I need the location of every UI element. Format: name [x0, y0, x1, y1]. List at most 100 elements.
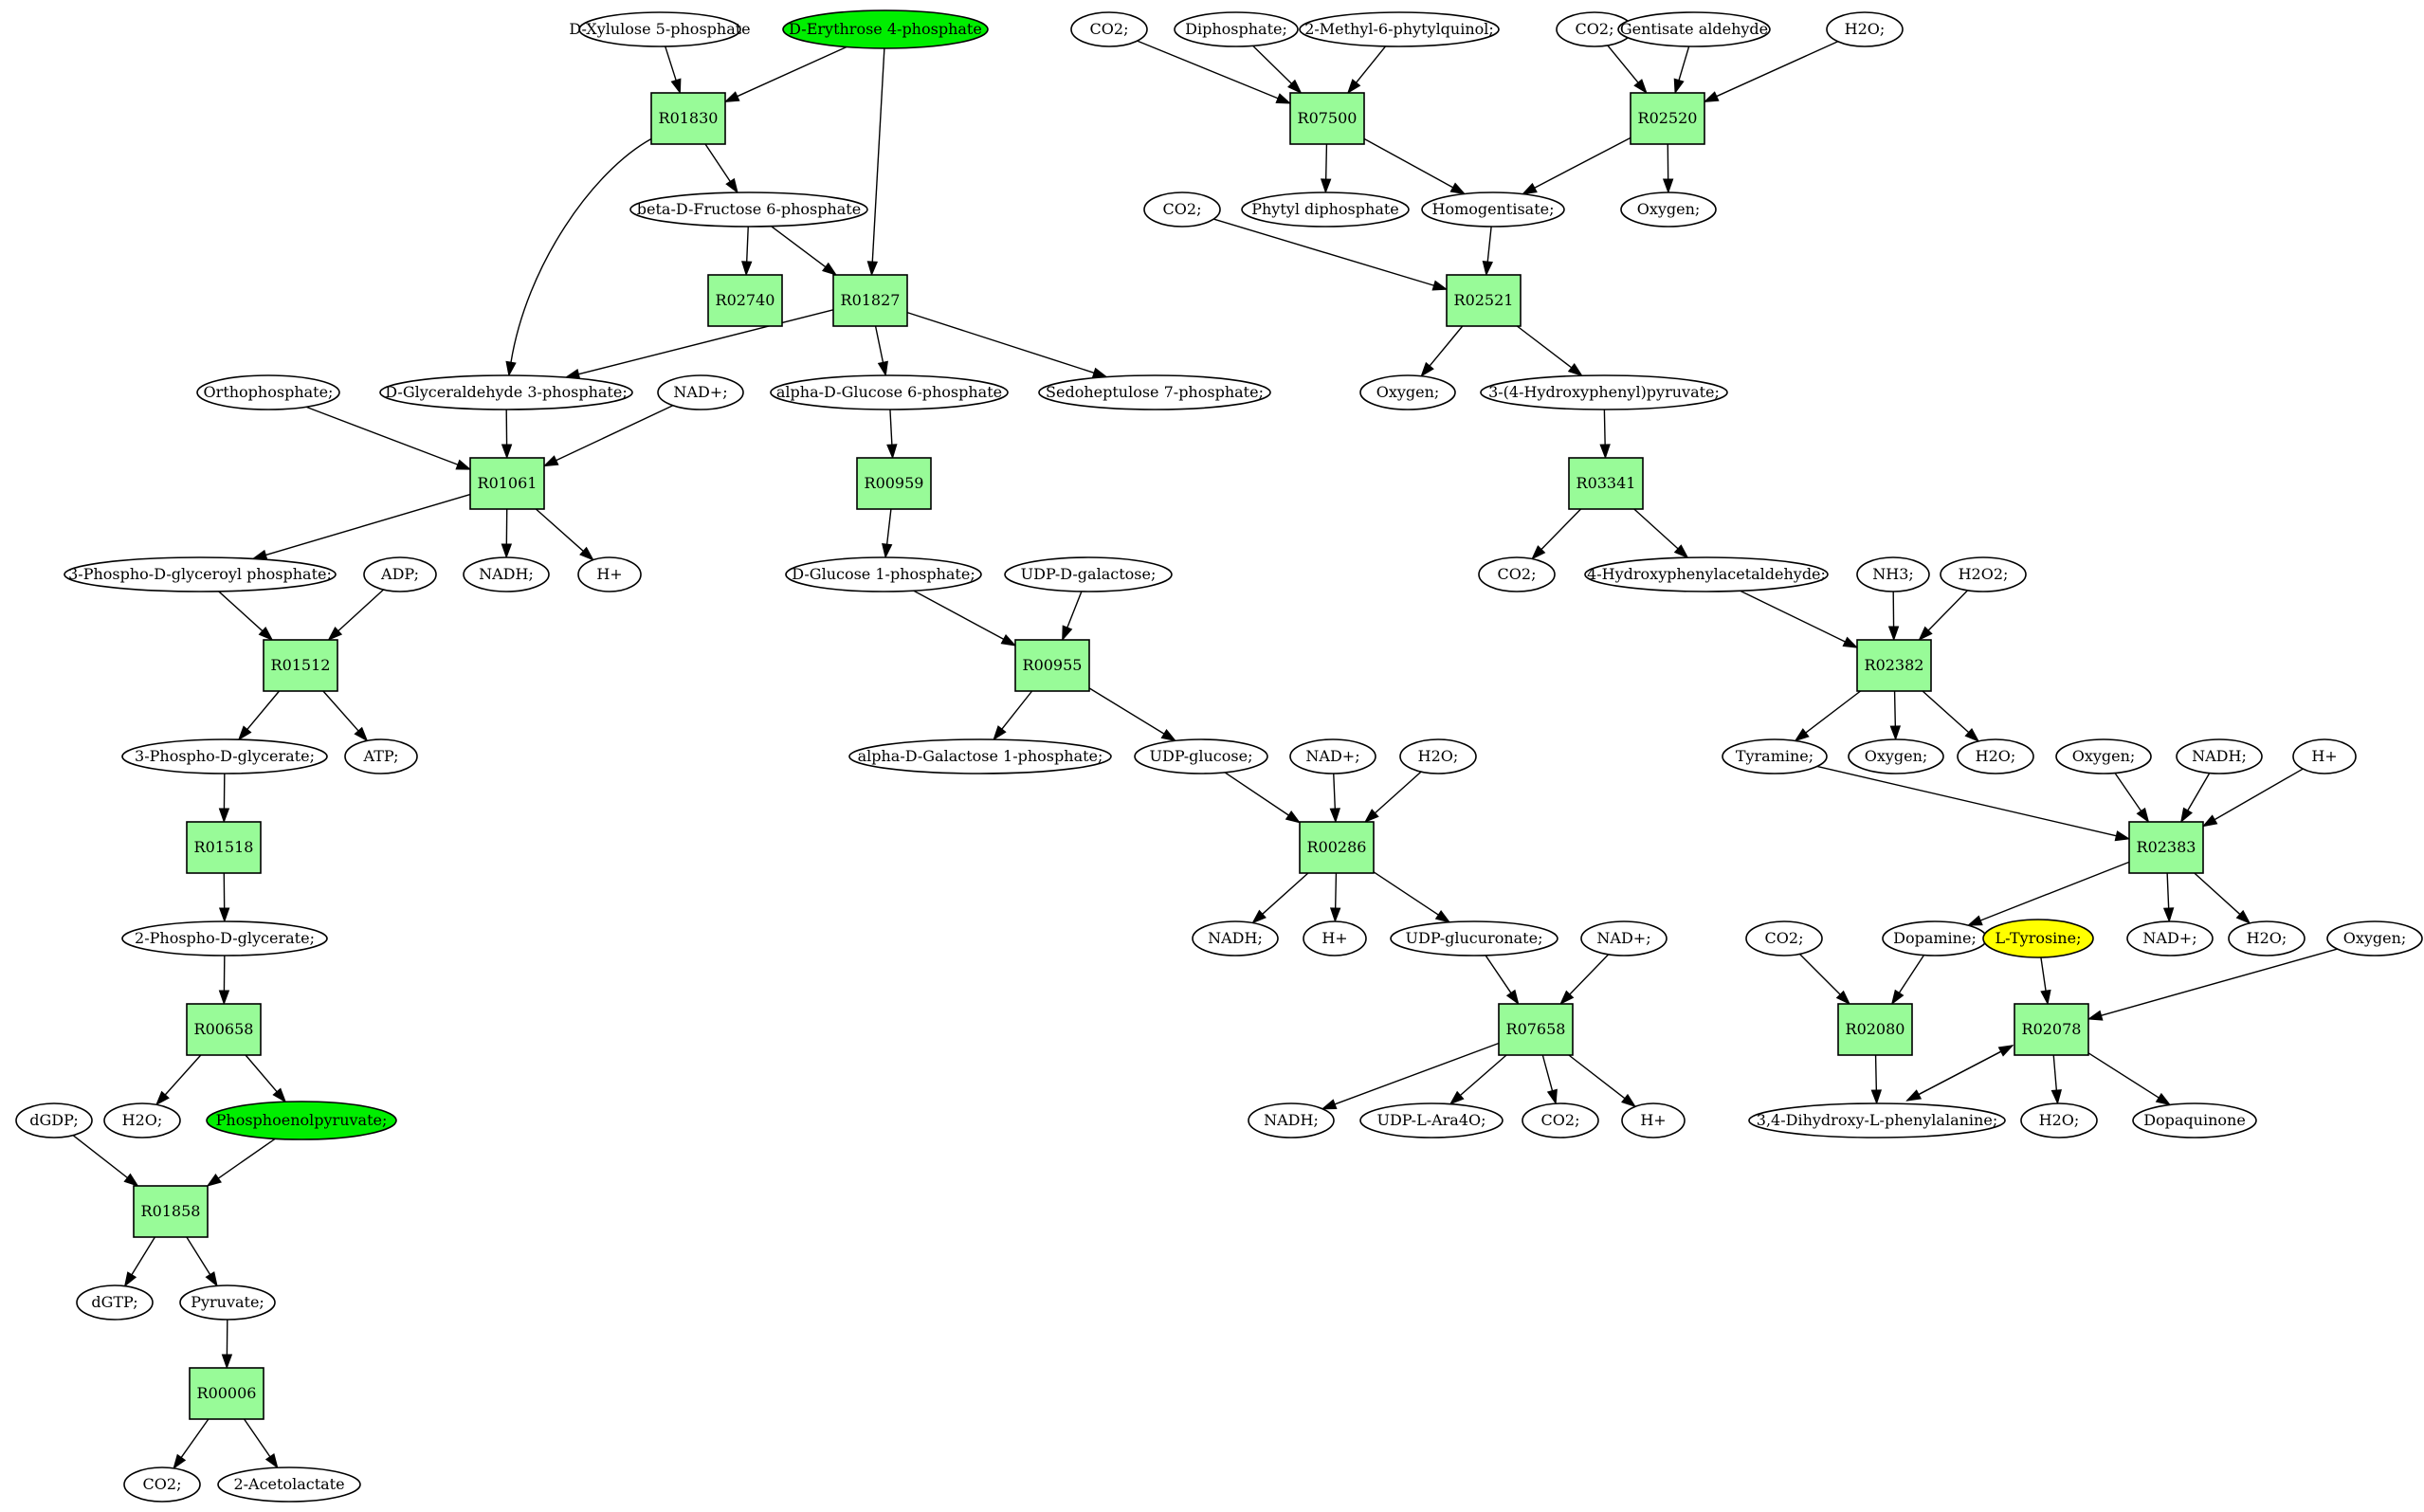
compound-node-dopamine[interactable]: Dopamine; — [1882, 920, 1988, 956]
compound-node-co2_g[interactable]: CO2; — [123, 1466, 201, 1503]
reaction-node-R02080[interactable]: R02080 — [1837, 1003, 1913, 1056]
reaction-node-R02521[interactable]: R02521 — [1446, 274, 1522, 327]
compound-node-co2_f[interactable]: CO2; — [1522, 1102, 1599, 1139]
edge-R02080-to-dopa-arrowhead — [1870, 1089, 1883, 1105]
compound-node-nadh_b[interactable]: NADH; — [2176, 738, 2263, 774]
compound-node-udpara[interactable]: UDP-L-Ara4O; — [1359, 1102, 1504, 1139]
reaction-node-R01512[interactable]: R01512 — [263, 639, 338, 692]
compound-node-sedoheptulose[interactable]: Sedoheptulose 7-phosphate; — [1038, 374, 1271, 410]
reaction-node-R00286[interactable]: R00286 — [1299, 821, 1375, 874]
compound-node-nadh_c[interactable]: NADH; — [1192, 920, 1279, 956]
compound-node-h2o_f[interactable]: H2O; — [2020, 1102, 2098, 1139]
compound-node-h2o_e[interactable]: H2O; — [103, 1102, 181, 1139]
reaction-node-R01858[interactable]: R01858 — [133, 1185, 209, 1238]
reaction-node-R02520[interactable]: R02520 — [1630, 92, 1705, 145]
compound-node-nadh_a[interactable]: NADH; — [463, 556, 550, 592]
compound-node-oxygen_d[interactable]: Oxygen; — [2055, 738, 2152, 774]
reaction-box — [189, 1367, 264, 1420]
compound-node-g1p[interactable]: D-Glucose 1-phosphate; — [785, 556, 982, 592]
edge-R02382-to-h2o_c — [1922, 690, 1971, 735]
compound-node-dopaquinone[interactable]: Dopaquinone — [2132, 1102, 2257, 1139]
compound-node-nadp_b[interactable]: NAD+; — [1289, 738, 1376, 774]
compound-node-h2o_b[interactable]: H2O; — [1399, 738, 1477, 774]
compound-node-diphosphate[interactable]: Diphosphate; — [1174, 11, 1299, 47]
compound-node-hplus_a[interactable]: H+ — [577, 556, 642, 592]
edge-orthophosphate-to-R01061 — [305, 406, 461, 466]
compound-node-hpp[interactable]: 3-(4-Hydroxyphenyl)pyruvate; — [1480, 374, 1728, 410]
compound-node-h2o2[interactable]: H2O2; — [1940, 556, 2027, 592]
compound-node-oxygen_b[interactable]: Oxygen; — [1359, 374, 1456, 410]
compound-node-homogentisate[interactable]: Homogentisate; — [1421, 191, 1565, 228]
compound-label: H+ — [1640, 1111, 1666, 1129]
reaction-label: R01830 — [659, 109, 719, 127]
compound-node-orthophosphate[interactable]: Orthophosphate; — [196, 374, 340, 410]
compound-node-co2_e[interactable]: CO2; — [1745, 920, 1823, 956]
compound-node-hplus_b[interactable]: H+ — [2292, 738, 2357, 774]
compound-node-fructose6p[interactable]: beta-D-Fructose 6-phosphate — [629, 191, 868, 228]
compound-node-h2o_c[interactable]: H2O; — [1957, 738, 2034, 774]
compound-node-gentisate[interactable]: Gentisate aldehyde — [1617, 11, 1771, 47]
edge-methylphytylquinol-to-R07500 — [1354, 46, 1387, 85]
compound-node-pyruvate[interactable]: Pyruvate; — [179, 1284, 276, 1321]
reaction-node-R00006[interactable]: R00006 — [189, 1367, 264, 1420]
reaction-node-R00959[interactable]: R00959 — [856, 457, 932, 510]
compound-node-dgtp[interactable]: dGTP; — [76, 1284, 154, 1321]
compound-node-co2_c[interactable]: CO2; — [1143, 191, 1221, 228]
compound-ellipse — [1957, 738, 2034, 774]
reaction-node-R07658[interactable]: R07658 — [1498, 1003, 1574, 1056]
reaction-node-R02078[interactable]: R02078 — [2014, 1003, 2089, 1056]
compound-node-oxygen_c[interactable]: Oxygen; — [1848, 738, 1944, 774]
compound-node-acetolactate[interactable]: 2-Acetolactate — [217, 1466, 361, 1503]
compound-node-h2o_d[interactable]: H2O; — [2228, 920, 2306, 956]
compound-node-dgdp[interactable]: dGDP; — [15, 1102, 93, 1139]
reaction-node-R01827[interactable]: R01827 — [832, 274, 908, 327]
compound-node-nadp_a[interactable]: NAD+; — [657, 374, 744, 410]
reaction-node-R02383[interactable]: R02383 — [2128, 821, 2204, 874]
compound-node-tyrosine[interactable]: L-Tyrosine; — [1982, 919, 2094, 958]
compound-node-pglyceroylp[interactable]: 3-Phospho-D-glyceroyl phosphate; — [64, 556, 337, 592]
compound-node-gal1p[interactable]: alpha-D-Galactose 1-phosphate; — [848, 738, 1112, 774]
compound-node-pg2[interactable]: 2-Phospho-D-glycerate; — [121, 920, 328, 956]
compound-node-g3p[interactable]: D-Glyceraldehyde 3-phosphate; — [379, 374, 633, 410]
reaction-node-R00955[interactable]: R00955 — [1014, 639, 1090, 692]
edge-R01858-to-dgtp-arrowhead — [123, 1271, 137, 1287]
compound-node-co2_d[interactable]: CO2; — [1478, 556, 1556, 592]
reaction-node-R02740[interactable]: R02740 — [707, 274, 783, 327]
reaction-node-R02382[interactable]: R02382 — [1856, 639, 1932, 692]
compound-node-nadh_d[interactable]: NADH; — [1248, 1102, 1335, 1139]
compound-node-hplus_d[interactable]: H+ — [1621, 1102, 1686, 1139]
reaction-node-R00658[interactable]: R00658 — [186, 1003, 262, 1056]
compound-node-oxygen_a[interactable]: Oxygen; — [1620, 191, 1717, 228]
compound-node-g6p[interactable]: alpha-D-Glucose 6-phosphate — [770, 374, 1009, 410]
compound-node-udpgal[interactable]: UDP-D-galactose; — [1004, 556, 1173, 592]
compound-node-pg3[interactable]: 3-Phospho-D-glycerate; — [121, 738, 328, 774]
compound-node-hpaa[interactable]: 4-Hydroxyphenylacetaldehyde; — [1584, 556, 1829, 592]
compound-node-dopa[interactable]: 3,4-Dihydroxy-L-phenylalanine; — [1748, 1102, 2006, 1139]
compound-node-nadp_d[interactable]: NAD+; — [2126, 920, 2214, 956]
compound-node-udpglcua[interactable]: UDP-glucuronate; — [1390, 920, 1558, 956]
compound-node-h2o_a[interactable]: H2O; — [1826, 11, 1904, 47]
compound-node-phytyldp[interactable]: Phytyl diphosphate — [1241, 191, 1410, 228]
reaction-node-R01830[interactable]: R01830 — [650, 92, 726, 145]
compound-node-udpglc[interactable]: UDP-glucose; — [1134, 738, 1268, 774]
compound-node-nadp_c[interactable]: NAD+; — [1580, 920, 1668, 956]
edge-R00286-to-udpglcua — [1373, 871, 1441, 917]
compound-node-oxygen_e[interactable]: Oxygen; — [2326, 920, 2423, 956]
edge-R07658-to-hplus_d-arrowhead — [1621, 1093, 1637, 1108]
compound-node-nh3[interactable]: NH3; — [1856, 556, 1930, 592]
compound-node-tyramine[interactable]: Tyramine; — [1722, 738, 1828, 774]
compound-node-adp[interactable]: ADP; — [363, 556, 437, 592]
reaction-node-R03341[interactable]: R03341 — [1568, 457, 1644, 510]
reaction-node-R07500[interactable]: R07500 — [1289, 92, 1365, 145]
compound-node-atp[interactable]: ATP; — [344, 738, 418, 774]
compound-node-co2_a[interactable]: CO2; — [1070, 11, 1148, 47]
compound-node-erythrose4p[interactable]: D-Erythrose 4-phosphate — [782, 9, 989, 49]
compound-node-methylphytylquinol[interactable]: 2-Methyl-6-phytylquinol; — [1299, 11, 1500, 47]
edge-oxygen_e-to-R02078-arrowhead — [2087, 1010, 2104, 1021]
compound-node-xylulose5p[interactable]: D-Xylulose 5-phosphate — [569, 11, 751, 47]
compound-node-hplus_c[interactable]: H+ — [1303, 920, 1367, 956]
reaction-node-R01518[interactable]: R01518 — [186, 821, 262, 874]
reaction-node-R01061[interactable]: R01061 — [469, 457, 545, 510]
edge-R02520-to-homogentisate-arrowhead — [1522, 182, 1538, 195]
compound-node-pep[interactable]: Phosphoenolpyruvate; — [206, 1101, 397, 1140]
